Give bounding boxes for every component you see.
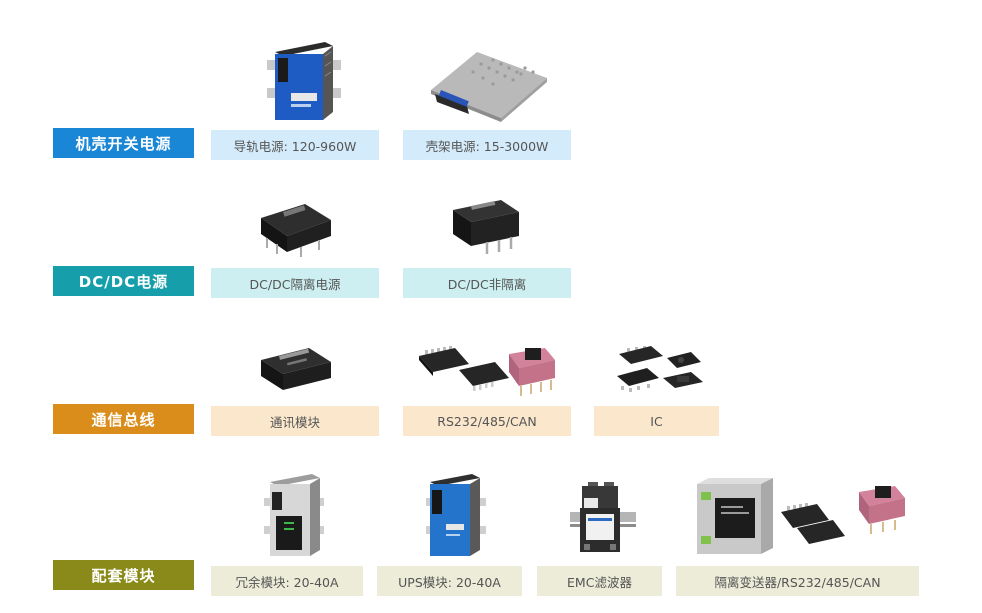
product-label[interactable]: DC/DC隔离电源 xyxy=(211,268,379,298)
emc-filter-image xyxy=(569,482,636,552)
product-card-rs232-485-can[interactable]: RS232/485/CAN xyxy=(403,330,571,436)
dip-module-image xyxy=(261,204,331,257)
product-card-ic[interactable]: IC xyxy=(594,330,719,436)
product-card-dcdc-isolated[interactable]: DC/DC隔离电源 xyxy=(211,185,379,298)
category-badge[interactable]: 机壳开关电源 xyxy=(53,128,194,158)
product-card-dcdc-non-isolated[interactable]: DC/DC非隔离 xyxy=(403,185,571,298)
product-label[interactable]: IC xyxy=(594,406,719,436)
comm-module-image xyxy=(261,348,331,390)
product-card-din-rail-psu[interactable]: 导轨电源: 120-960W xyxy=(211,30,379,160)
product-label[interactable]: DC/DC非隔离 xyxy=(403,268,571,298)
category-row-accessory-modules: 配套模块 冗余模块: 20-40A xyxy=(0,440,982,613)
product-card-redundancy-module[interactable]: 冗余模块: 20-40A xyxy=(211,470,363,596)
category-badge[interactable]: DC/DC电源 xyxy=(53,266,194,296)
product-card-emc-filter[interactable]: EMC滤波器 xyxy=(537,470,662,596)
category-row-power: 机壳开关电源 导轨电源: 120-960W xyxy=(0,0,982,165)
sip-module-image xyxy=(453,200,519,254)
redundancy-module-image xyxy=(264,474,324,556)
category-badge[interactable]: 配套模块 xyxy=(53,560,194,590)
product-label[interactable]: RS232/485/CAN xyxy=(403,406,571,436)
category-row-comm-bus: 通信总线 通讯模块 xyxy=(0,300,982,440)
isolation-transmitter-image xyxy=(696,478,905,554)
product-card-ups-module[interactable]: UPS模块: 20-40A xyxy=(377,470,522,596)
product-label[interactable]: EMC滤波器 xyxy=(537,566,662,596)
product-card-comm-module[interactable]: 通讯模块 xyxy=(211,330,379,436)
enclosed-psu-image xyxy=(431,52,547,122)
product-card-enclosed-psu[interactable]: 壳架电源: 15-3000W xyxy=(403,30,571,160)
transceiver-chips-image xyxy=(419,346,555,396)
product-label[interactable]: UPS模块: 20-40A xyxy=(377,566,522,596)
category-badge[interactable]: 通信总线 xyxy=(53,404,194,434)
product-label[interactable]: 壳架电源: 15-3000W xyxy=(403,130,571,160)
product-label[interactable]: 冗余模块: 20-40A xyxy=(211,566,363,596)
product-card-isolation-transmitter[interactable]: 隔离变送器/RS232/485/CAN xyxy=(676,470,919,596)
ups-module-image xyxy=(425,474,486,556)
din-rail-psu-image xyxy=(267,42,341,120)
product-label[interactable]: 隔离变送器/RS232/485/CAN xyxy=(676,566,919,596)
product-label[interactable]: 通讯模块 xyxy=(211,406,379,436)
product-label[interactable]: 导轨电源: 120-960W xyxy=(211,130,379,160)
ic-chips-image xyxy=(616,346,703,392)
category-row-dcdc: DC/DC电源 DC/DC隔离电源 xyxy=(0,165,982,300)
